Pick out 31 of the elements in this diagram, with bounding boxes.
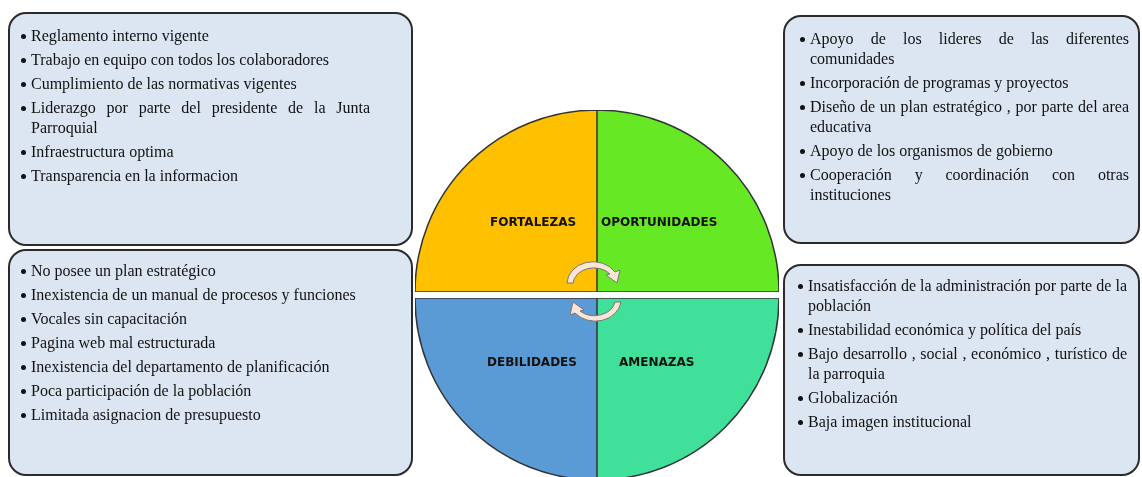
bullet-item: Cooperación y coordinación con otras instituciones [810, 166, 1129, 203]
text-card [8, 249, 413, 476]
bullet-item: Incorporación de programas y proyectos [810, 74, 1069, 91]
bullet-item: Infraestructura optima [31, 143, 174, 160]
bullet-item: Vocales sin capacitación [31, 310, 188, 327]
bullet-item: Limitada asignacion de presupuesto [31, 406, 261, 423]
bullet-item: Apoyo de los lideres de las diferentes comunidades [810, 30, 1129, 67]
bullet-item: Apoyo de los organismos de gobierno [810, 142, 1053, 159]
quadrant-label: AMENAZAS [619, 355, 695, 369]
bullet-item: Trabajo en equipo con todos los colaboradores [31, 51, 329, 68]
quadrant-label: OPORTUNIDADES [601, 215, 718, 229]
text-card [783, 15, 1140, 244]
bullet-item: Reglamento interno vigente [31, 27, 209, 44]
bullet-item: Poca participación de la población [31, 382, 252, 399]
bullet-item: Cumplimiento de las normativas vigentes [31, 75, 297, 92]
bullet-item: Transparencia en la informacion [31, 167, 238, 184]
bullet-item: Diseño de un plan estratégico , por parte del area educativa [810, 98, 1129, 135]
bullet-item: Insatisfacción de la administración por parte de la población [808, 277, 1127, 314]
bullet-item: Inestabilidad económica y política del país [808, 321, 1082, 338]
bullet-item: Pagina web mal estructurada [31, 334, 216, 351]
text-card [783, 264, 1140, 476]
bullet-item: Inexistencia de un manual de procesos y funciones [31, 286, 356, 303]
bullet-item: Globalización [808, 389, 898, 406]
bullet-item: Liderazgo por parte del presidente de la Junta Parroquial [31, 99, 370, 136]
bullet-item: Inexistencia del departamento de planificación [31, 358, 330, 375]
bullet-item: Baja imagen institucional [808, 413, 972, 430]
text-card [8, 12, 413, 246]
bullet-item: No posee un plan estratégico [31, 262, 216, 279]
bullet-item: Bajo desarrollo , social , económico , turístico de la parroquia [808, 345, 1127, 382]
quadrant-label: FORTALEZAS [490, 215, 577, 229]
quadrant-label: DEBILIDADES [487, 355, 577, 369]
